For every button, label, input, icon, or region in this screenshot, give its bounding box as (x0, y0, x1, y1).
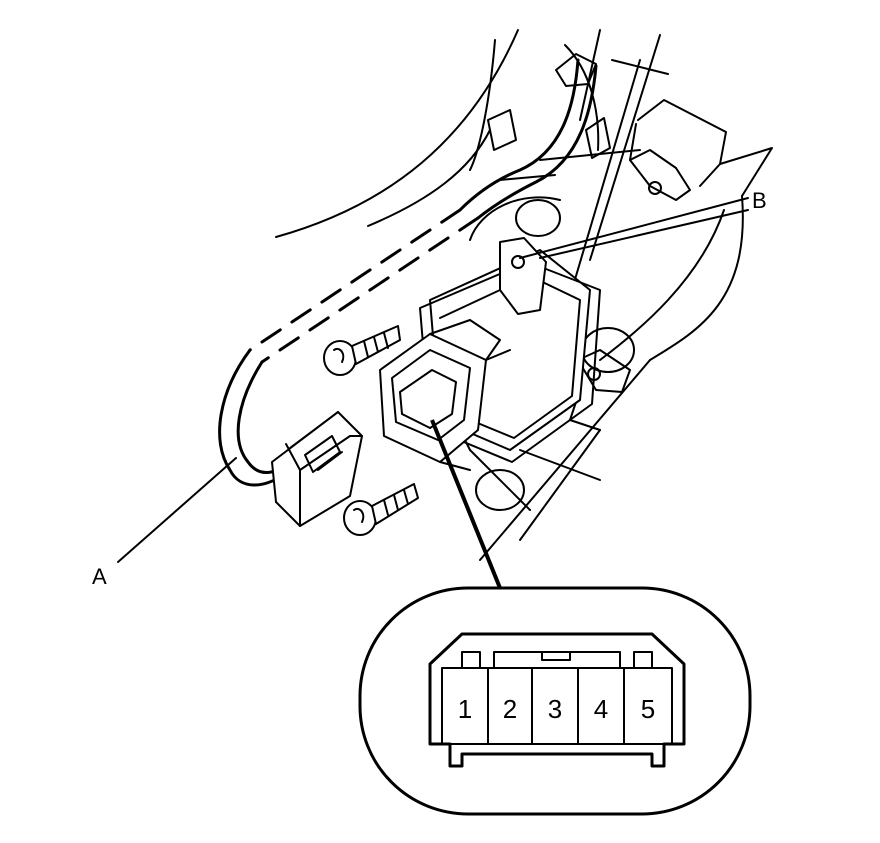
screw-lower (343, 483, 419, 536)
terminal-1: 1 (458, 694, 472, 724)
callout-b: B (752, 188, 767, 213)
terminal-5: 5 (641, 694, 655, 724)
terminal-3: 3 (548, 694, 562, 724)
switch-assembly (379, 237, 601, 471)
terminal-2: 2 (503, 694, 517, 724)
screw-upper (323, 325, 401, 376)
terminal-view-inset (358, 586, 752, 816)
harness-connector (271, 411, 363, 527)
terminal-4: 4 (594, 694, 608, 724)
callout-a: A (92, 564, 107, 589)
leader-lines (117, 197, 749, 589)
